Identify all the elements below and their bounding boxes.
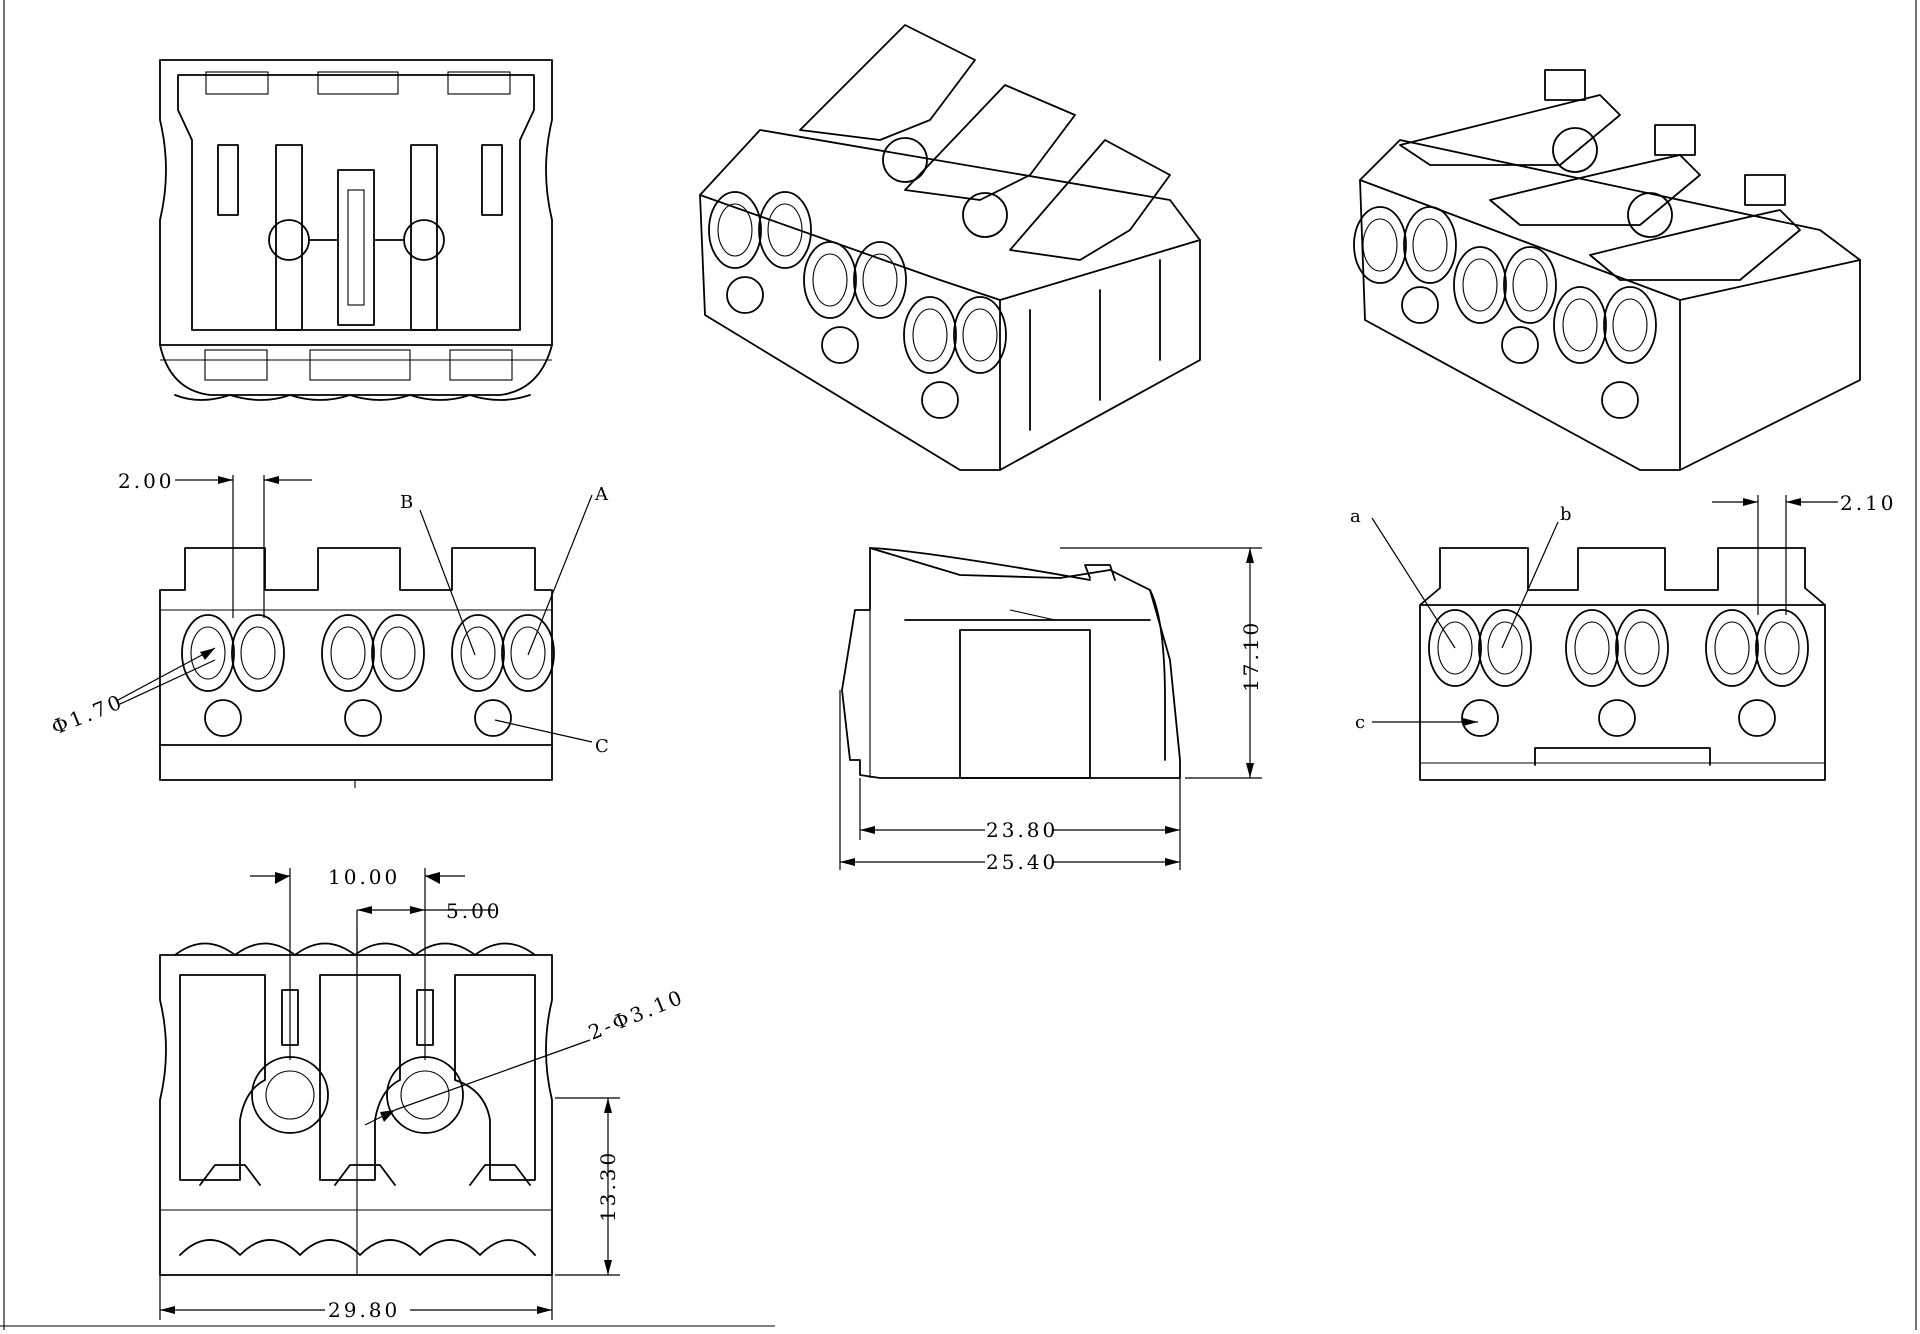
label-b: b: [1560, 504, 1572, 525]
label-C: C: [595, 736, 609, 757]
dim-bottom-hole-dia: 2-Φ3.10: [585, 984, 688, 1044]
back-view-dimensions: 2.10 a b c: [1350, 491, 1897, 733]
bottom-view: [159, 930, 553, 1276]
dim-side-total-length: 25.40: [986, 850, 1058, 874]
label-a: a: [1350, 506, 1361, 527]
top-view: [159, 59, 553, 401]
front-view-dimensions: 2.00 Φ1.70 B A C: [48, 469, 609, 757]
side-view: [841, 547, 1181, 779]
side-view-dimensions: 17.10 23.80 25.40: [839, 547, 1263, 874]
dim-back-pitch: 2.10: [1840, 491, 1897, 515]
dim-side-inner-length: 23.80: [986, 818, 1058, 842]
dim-bottom-pitch: 10.00: [328, 865, 400, 889]
dim-front-wire-dia: Φ1.70: [48, 689, 127, 740]
label-A: A: [594, 484, 609, 505]
dim-bottom-width: 29.80: [328, 1298, 400, 1322]
label-c: c: [1355, 712, 1365, 733]
label-B: B: [400, 492, 413, 513]
dim-side-height: 17.10: [1239, 620, 1263, 692]
dim-bottom-depth: 13.30: [596, 1150, 620, 1222]
dim-bottom-half-pitch: 5.00: [446, 899, 503, 923]
dim-front-pitch: 2.00: [118, 469, 175, 493]
front-view: [159, 547, 555, 788]
isometric-view-back: [1353, 69, 1861, 471]
isometric-view-front: [699, 24, 1201, 471]
back-view: [1419, 547, 1826, 781]
